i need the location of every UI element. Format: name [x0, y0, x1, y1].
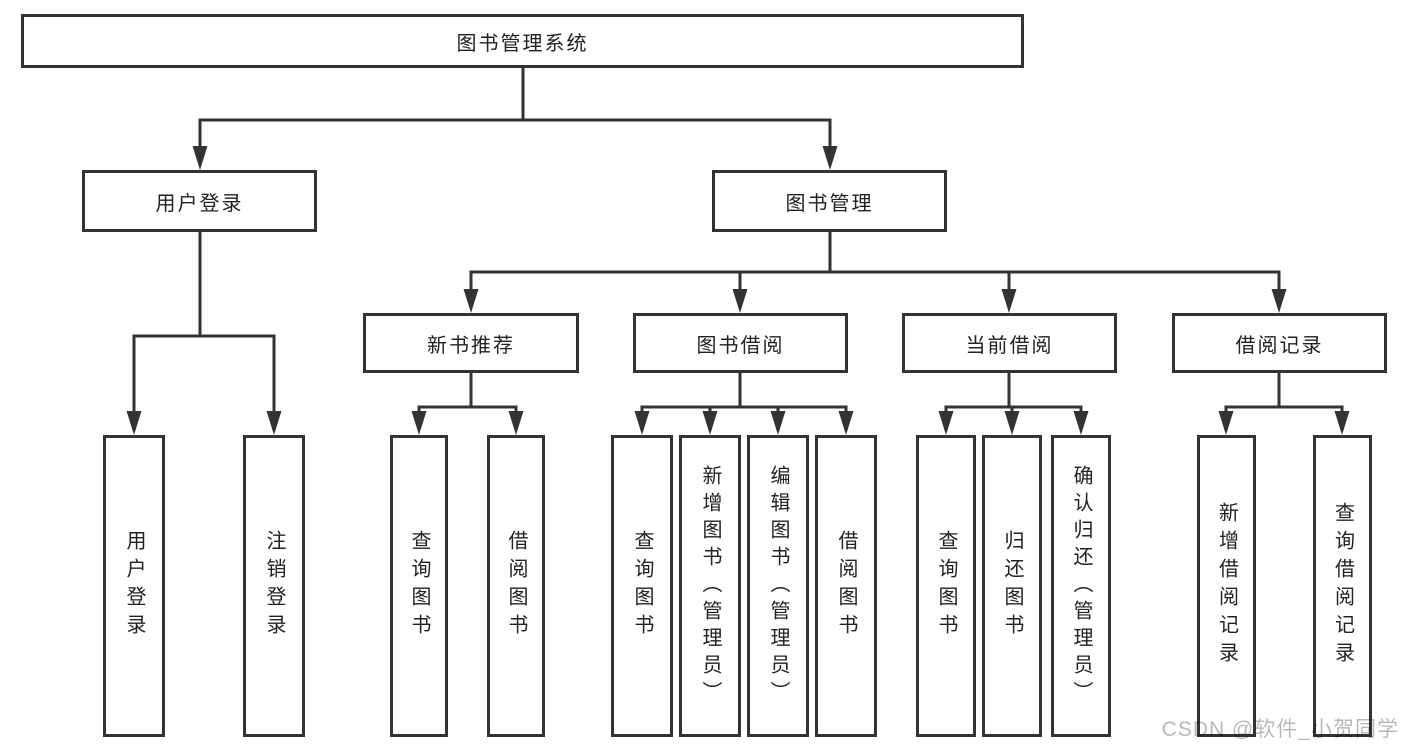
arrow-down-icon — [822, 146, 838, 170]
arrow-down-icon — [463, 289, 479, 313]
leaf-query-books-current-label: 查询图书 — [935, 530, 957, 642]
leaf-query-borrow-record-label: 查询借阅记录 — [1331, 502, 1354, 670]
leaf-borrow-books-rec: 借阅图书 — [487, 435, 545, 737]
arrow-down-icon — [126, 411, 142, 435]
node-new-book-rec-label: 新书推荐 — [427, 334, 515, 357]
leaf-query-books-borrow-label: 查询图书 — [631, 530, 653, 642]
leaf-query-books-rec: 查询图书 — [390, 435, 448, 737]
leaf-add-borrow-record-label: 新增借阅记录 — [1215, 502, 1238, 670]
arrow-down-icon — [1004, 411, 1020, 435]
leaf-add-borrow-record: 新增借阅记录 — [1197, 435, 1256, 737]
arrow-down-icon — [1218, 411, 1234, 435]
arrow-down-icon — [508, 411, 524, 435]
leaf-borrow-books-label: 借阅图书 — [835, 530, 857, 642]
arrow-down-icon — [266, 411, 282, 435]
arrow-down-icon — [1271, 289, 1287, 313]
node-current-borrow: 当前借阅 — [902, 313, 1117, 373]
arrow-down-icon — [1073, 411, 1089, 435]
node-user-login: 用户登录 — [82, 170, 317, 232]
arrow-down-icon — [938, 411, 954, 435]
leaf-user-login: 用户登录 — [103, 435, 165, 737]
connector-current-borrow-to-leaves — [938, 373, 1089, 435]
node-book-borrow-label: 图书借阅 — [696, 334, 785, 357]
arrow-down-icon — [732, 289, 748, 313]
arrow-down-icon — [1334, 411, 1350, 435]
connector-book-borrow-to-leaves — [634, 373, 854, 435]
arrow-down-icon — [411, 411, 427, 435]
node-new-book-rec: 新书推荐 — [363, 313, 579, 373]
arrow-down-icon — [634, 411, 650, 435]
leaf-edit-books-admin: 编辑图书（管理员） — [747, 435, 809, 737]
leaf-confirm-return-admin-label: 确认归还（管理员） — [1070, 464, 1092, 708]
leaf-query-books-rec-label: 查询图书 — [408, 530, 430, 642]
leaf-borrow-books: 借阅图书 — [815, 435, 877, 737]
arrow-down-icon — [1001, 289, 1017, 313]
arrow-down-icon — [838, 411, 854, 435]
node-root: 图书管理系统 — [21, 14, 1024, 68]
leaf-user-login-label: 用户登录 — [123, 530, 145, 642]
node-borrow-records: 借阅记录 — [1172, 313, 1387, 373]
connector-records-to-leaves — [1218, 373, 1350, 435]
connector-new-book-to-leaves — [411, 373, 524, 435]
leaf-confirm-return-admin: 确认归还（管理员） — [1051, 435, 1111, 737]
node-root-label: 图书管理系统 — [456, 32, 589, 55]
node-borrow-records-label: 借阅记录 — [1235, 334, 1324, 357]
connector-user-login-to-leaves — [126, 232, 282, 435]
leaf-return-books-label: 归还图书 — [1001, 530, 1023, 642]
leaf-query-books-borrow: 查询图书 — [611, 435, 673, 737]
arrow-down-icon — [702, 411, 718, 435]
watermark: CSDN @软件_小贺同学 — [1161, 718, 1399, 741]
connector-root-to-level2 — [192, 68, 838, 170]
node-current-borrow-label: 当前借阅 — [965, 334, 1054, 357]
arrow-down-icon — [192, 146, 208, 170]
arrow-down-icon — [770, 411, 786, 435]
node-book-mgmt-label: 图书管理 — [785, 192, 874, 215]
leaf-return-books: 归还图书 — [982, 435, 1042, 737]
leaf-add-books-admin-label: 新增图书（管理员） — [699, 464, 721, 708]
connector-book-mgmt-to-level3 — [463, 232, 1287, 313]
node-book-borrow: 图书借阅 — [633, 313, 848, 373]
leaf-logout: 注销登录 — [243, 435, 305, 737]
leaf-query-books-current: 查询图书 — [916, 435, 976, 737]
node-user-login-label: 用户登录 — [155, 192, 244, 215]
leaf-query-borrow-record: 查询借阅记录 — [1313, 435, 1372, 737]
leaf-borrow-books-rec-label: 借阅图书 — [505, 530, 527, 642]
leaf-logout-label: 注销登录 — [263, 530, 285, 642]
leaf-edit-books-admin-label: 编辑图书（管理员） — [767, 464, 789, 708]
node-book-mgmt: 图书管理 — [712, 170, 947, 232]
leaf-add-books-admin: 新增图书（管理员） — [679, 435, 741, 737]
